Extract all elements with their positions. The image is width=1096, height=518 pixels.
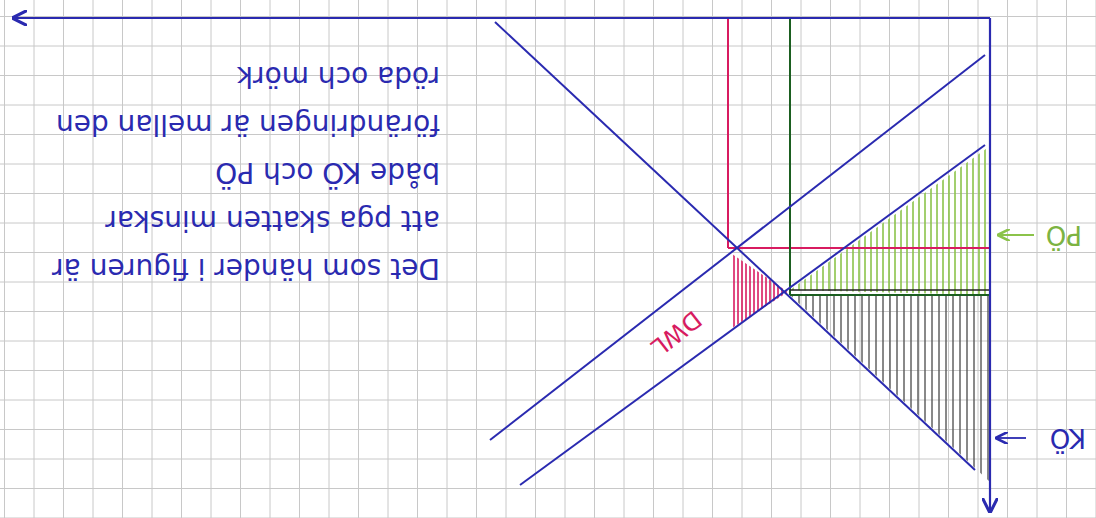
dark-price-line [790,289,990,291]
grid-line [594,0,595,518]
grid-line [0,488,1096,489]
supply-line [490,55,985,440]
taxed-supply-line [520,145,985,485]
dwl-label: DWL [645,305,706,361]
red-quantity-line [727,18,729,248]
grid-line [535,0,536,518]
consumer-surplus-label: KÖ [1050,422,1086,454]
pointer-arrow [1000,234,1034,236]
grid-line [565,0,566,518]
grid-line [801,0,802,518]
grid-line [0,16,1096,17]
grid-line [34,0,35,518]
green-price-line [790,294,990,296]
grid-line [0,75,1096,76]
deadweight-loss [732,254,788,328]
producer-surplus-label: PÖ [1046,219,1082,251]
grid-line [653,0,654,518]
grid-line [0,164,1096,165]
grid-line [742,0,743,518]
grid-line [683,0,684,518]
grid-line [1037,0,1038,518]
consumer-surplus [790,295,990,482]
grid-line [506,0,507,518]
note-text: Det som händer i figuren är att pga skat… [35,52,440,292]
grid-line [1007,0,1008,518]
grid-line [771,0,772,518]
grid-line [4,0,5,518]
grid-line [0,46,1096,47]
demand-line [495,22,975,470]
grid-line [712,0,713,518]
grid-line [0,459,1096,460]
pointer-arrow [998,437,1026,439]
green-quantity-line [789,18,791,295]
red-price-line [728,247,990,249]
price-axis [989,18,991,510]
grid-line [624,0,625,518]
grid-line [447,0,448,518]
grid-line [476,0,477,518]
producer-surplus [790,146,990,295]
quantity-axis [15,17,990,19]
grid-line [0,105,1096,106]
